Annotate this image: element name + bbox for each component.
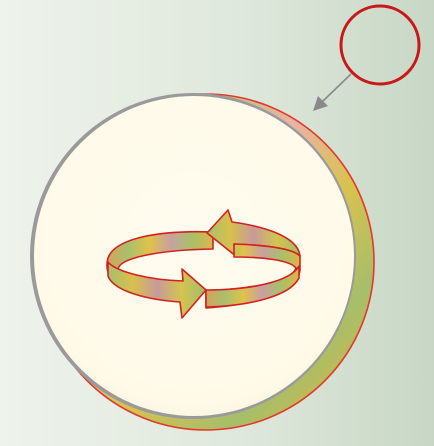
pointer-arrow (313, 74, 351, 111)
disc-face (34, 96, 354, 416)
large-disc (30, 93, 374, 430)
small-red-circle (341, 6, 419, 84)
